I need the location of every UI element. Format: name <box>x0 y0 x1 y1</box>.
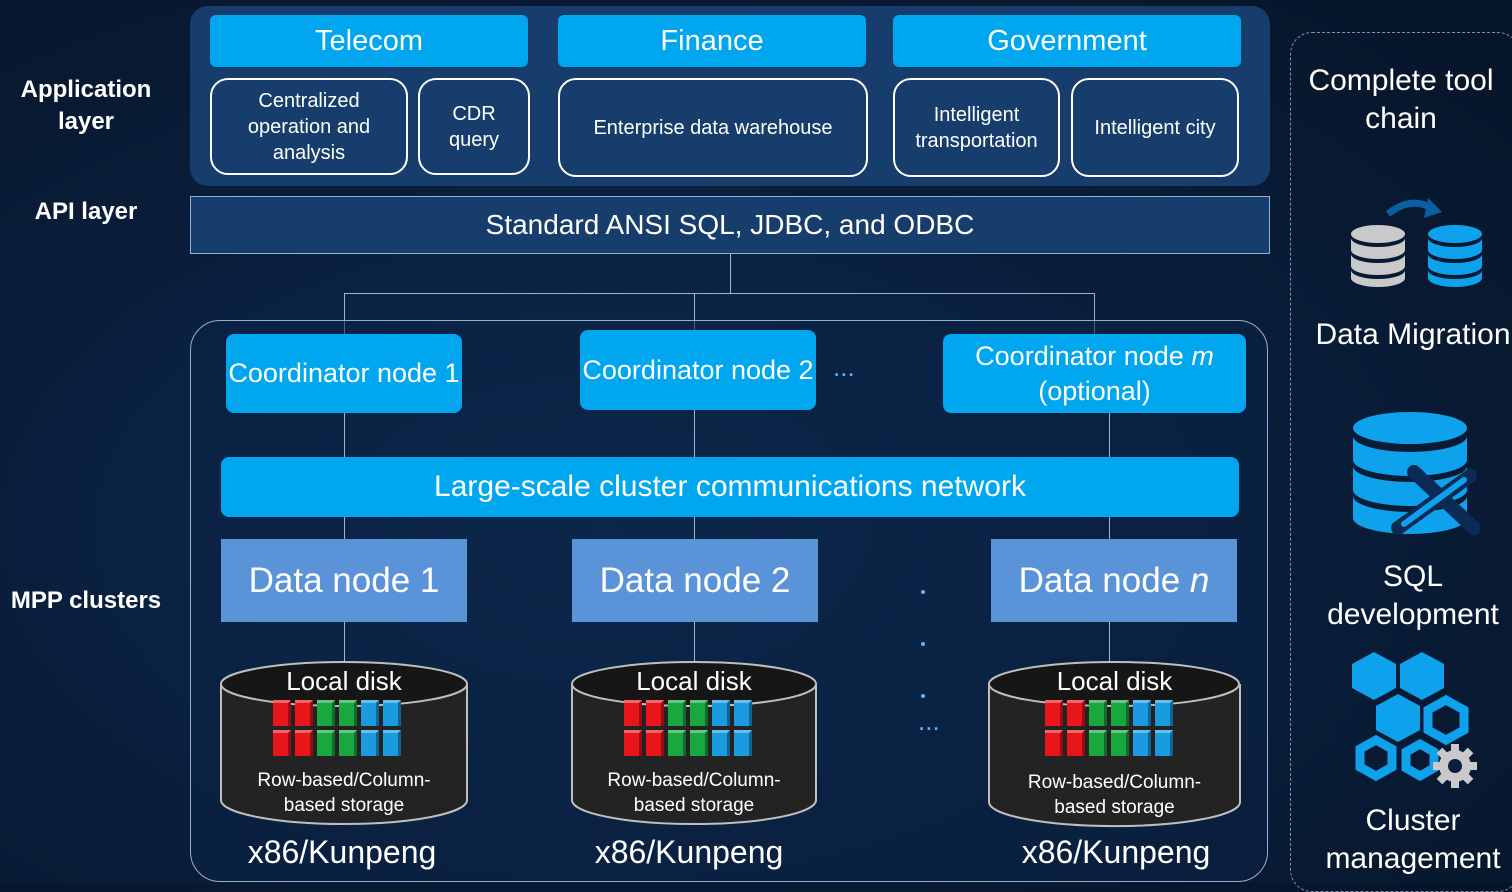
storage-block <box>1155 730 1173 756</box>
storage-block <box>317 730 335 756</box>
application-layer-label: Application layer <box>20 76 152 135</box>
storage-block <box>1067 700 1085 726</box>
local-disk-2: Local disk Row-based/Column-based storag… <box>570 660 818 828</box>
intelligent-transportation-box[interactable]: Intelligent transportation <box>893 78 1060 177</box>
storage-block <box>295 700 313 726</box>
storage-block <box>295 730 313 756</box>
storage-block <box>646 700 664 726</box>
intelligent-city-box[interactable]: Intelligent city <box>1071 78 1239 177</box>
storage-block <box>273 700 291 726</box>
disk-ellipsis: ... <box>918 706 940 736</box>
storage-block <box>624 700 642 726</box>
tool-data-migration: Data Migration <box>1315 318 1511 351</box>
dnoden-link <box>1109 517 1110 539</box>
api-connector-nodem <box>1094 293 1095 335</box>
storage-block <box>734 730 752 756</box>
storage-block <box>1133 700 1151 726</box>
enterprise-data-warehouse-box[interactable]: Enterprise data warehouse <box>558 78 868 177</box>
finance-category[interactable]: Finance <box>558 15 866 67</box>
platform-label-n: x86/Kunpeng <box>1021 834 1211 870</box>
vertical-ellipsis <box>921 590 927 710</box>
cluster-management-icon <box>1350 652 1482 792</box>
storage-block <box>361 730 379 756</box>
storage-block <box>624 730 642 756</box>
coordinator-node-m-var: m <box>1191 340 1214 371</box>
api-layer-label: API layer <box>34 198 138 225</box>
data-node-2[interactable]: Data node 2 <box>572 539 818 622</box>
toolchain-title: Complete tool chain <box>1308 64 1494 135</box>
coordinator-node-1[interactable]: Coordinator node 1 <box>226 334 462 413</box>
storage-block <box>734 700 752 726</box>
storage-block <box>339 700 357 726</box>
local-disk-1: Local disk Row-based/Column-based storag… <box>219 660 469 828</box>
storage-block <box>668 730 686 756</box>
storage-block <box>383 700 401 726</box>
storage-block <box>317 700 335 726</box>
mpp-clusters-label: MPP clusters <box>10 587 162 614</box>
dnode2-link <box>694 517 695 539</box>
coord2-link <box>694 410 695 457</box>
storage-block <box>1045 700 1063 726</box>
storage-block <box>339 730 357 756</box>
dnode1-link <box>344 517 345 539</box>
government-category[interactable]: Government <box>893 15 1241 67</box>
tool-sql-development: SQL development <box>1327 560 1499 631</box>
sql-development-icon <box>1352 410 1482 546</box>
coordm-link <box>1109 413 1110 457</box>
data-node-n-prefix: Data node <box>1018 560 1190 600</box>
storage-block <box>690 730 708 756</box>
disk-label-2: Local disk <box>636 666 752 696</box>
storage-block <box>1111 700 1129 726</box>
storage-block <box>646 730 664 756</box>
storage-block <box>273 730 291 756</box>
storage-block <box>712 700 730 726</box>
api-connector-horizontal <box>344 293 1094 294</box>
storage-block <box>668 700 686 726</box>
coordinator-ellipsis: ... <box>833 352 855 382</box>
api-bar: Standard ANSI SQL, JDBC, and ODBC <box>190 196 1270 254</box>
data-node-n-var: n <box>1189 560 1210 600</box>
disk-label-1: Local disk <box>286 666 402 696</box>
storage-label-n: Row-based/Column-based storage <box>1027 772 1202 818</box>
api-connector-node1 <box>344 293 345 335</box>
storage-block <box>1155 700 1173 726</box>
storage-block <box>1067 730 1085 756</box>
tool-cluster-management: Cluster management <box>1325 804 1501 875</box>
storage-block <box>383 730 401 756</box>
storage-block <box>1045 730 1063 756</box>
platform-label-2: x86/Kunpeng <box>594 834 784 870</box>
storage-block <box>712 730 730 756</box>
telecom-category[interactable]: Telecom <box>210 15 528 67</box>
diskn-link <box>1109 622 1110 662</box>
disk2-link <box>694 622 695 662</box>
platform-label-1: x86/Kunpeng <box>247 834 437 870</box>
storage-block <box>1089 700 1107 726</box>
api-connector-node2 <box>694 293 695 333</box>
centralized-operation-box[interactable]: Centralized operation and analysis <box>210 78 408 175</box>
coordinator-node-m[interactable]: Coordinator node m (optional) <box>943 334 1246 413</box>
disk-label-n: Local disk <box>1056 666 1173 696</box>
cluster-communications-network: Large-scale cluster communications netwo… <box>221 457 1239 517</box>
storage-block <box>1133 730 1151 756</box>
coordinator-node-2[interactable]: Coordinator node 2 <box>580 330 816 410</box>
disk1-link <box>344 622 345 662</box>
api-connector-vertical <box>730 254 731 294</box>
cdr-query-box[interactable]: CDR query <box>418 78 530 175</box>
storage-block <box>361 700 379 726</box>
storage-label-2: Row-based/Column-based storage <box>607 770 781 816</box>
storage-block <box>690 700 708 726</box>
storage-label-1: Row-based/Column-based storage <box>257 770 431 816</box>
coordinator-node-m-prefix: Coordinator node <box>975 340 1192 371</box>
storage-block <box>1111 730 1129 756</box>
data-node-n[interactable]: Data node n <box>991 539 1237 622</box>
storage-block <box>1089 730 1107 756</box>
data-node-1[interactable]: Data node 1 <box>221 539 467 622</box>
coord1-link <box>344 413 345 457</box>
database-migration-icon <box>1350 198 1485 290</box>
coordinator-node-m-optional: (optional) <box>1038 375 1151 406</box>
local-disk-n: Local disk Row-based/Column-based storag… <box>987 660 1242 830</box>
